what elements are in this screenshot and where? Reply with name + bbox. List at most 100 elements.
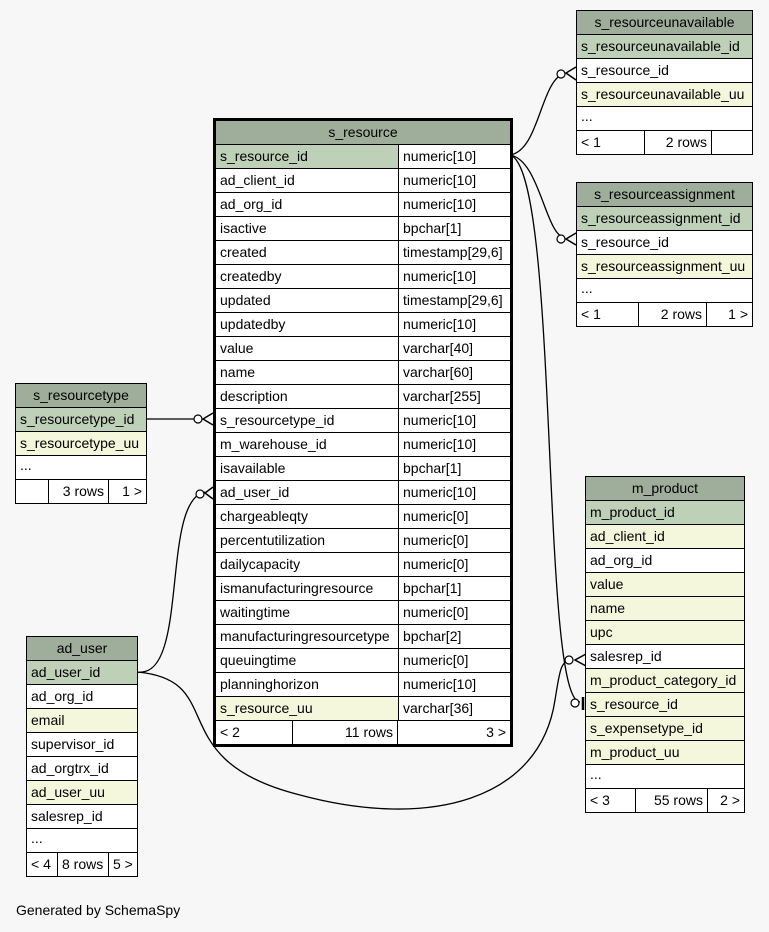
table-s-resourceassignment[interactable]: s_resourceassignment s_resourceassignmen…	[576, 182, 753, 327]
column-row[interactable]: ad_user_id	[27, 661, 137, 685]
column-name: description	[216, 385, 398, 408]
more-columns: ...	[577, 279, 752, 303]
column-type: numeric[10]	[398, 673, 510, 696]
column-row[interactable]: salesrep_id	[27, 805, 137, 829]
column-row[interactable]: s_expensetype_id	[586, 717, 744, 741]
table-footer: < 1 2 rows 1 >	[577, 303, 752, 326]
column-row[interactable]: ad_org_id	[586, 549, 744, 573]
column-row[interactable]: name	[586, 597, 744, 621]
column-name: createdby	[216, 265, 398, 288]
column-name: s_resourceunavailable_id	[581, 38, 740, 54]
column-row[interactable]: supervisor_id	[27, 733, 137, 757]
column-row[interactable]: m_product_category_id	[586, 669, 744, 693]
column-name: s_resourcetype_id	[20, 411, 135, 427]
more-columns: ...	[27, 829, 137, 853]
column-row[interactable]: salesrep_id	[586, 645, 744, 669]
column-name: waitingtime	[216, 601, 398, 624]
column-row[interactable]: m_product_id	[586, 501, 744, 525]
column-name: dailycapacity	[216, 553, 398, 576]
column-name: value	[590, 576, 624, 592]
column-row[interactable]: s_resourcetype_id	[16, 408, 146, 432]
column-row[interactable]: value	[586, 573, 744, 597]
column-row[interactable]: ad_orgtrx_id	[27, 757, 137, 781]
column-type: varchar[36]	[398, 697, 510, 720]
table-s-resourcetype[interactable]: s_resourcetype s_resourcetype_id s_resour…	[15, 383, 147, 504]
column-row[interactable]: s_resourceassignment_uu	[577, 255, 752, 279]
column-name: s_resourceunavailable_uu	[581, 86, 745, 102]
table-title: m_product	[586, 477, 744, 501]
column-name: m_product_category_id	[590, 672, 737, 688]
column-type: timestamp[29,6]	[398, 241, 510, 264]
column-row[interactable]: s_resourceunavailable_uu	[577, 83, 752, 107]
column-row[interactable]: s_resourceassignment_id	[577, 207, 752, 231]
column-row[interactable]: s_resourceunavailable_id	[577, 35, 752, 59]
column-type: numeric[0]	[398, 529, 510, 552]
column-row[interactable]: ad_org_id	[27, 685, 137, 709]
table-title: s_resourcetype	[16, 384, 146, 408]
column-name: s_resourcetype_uu	[20, 435, 140, 451]
column-name: name	[216, 361, 398, 384]
column-type: numeric[0]	[398, 505, 510, 528]
column-name: salesrep_id	[590, 648, 662, 664]
column-type: bpchar[1]	[398, 457, 510, 480]
column-name: ad_org_id	[31, 688, 94, 704]
table-footer: 3 rows 1 >	[16, 480, 146, 503]
table-title: s_resource	[216, 121, 510, 145]
more-columns: ...	[577, 107, 752, 131]
column-row[interactable]: email	[27, 709, 137, 733]
column-row[interactable]: upc	[586, 621, 744, 645]
column-name: isactive	[216, 217, 398, 240]
table-footer: < 4 8 rows 5 >	[27, 853, 137, 876]
column-type: numeric[10]	[398, 481, 510, 504]
column-name: ad_user_id	[31, 664, 101, 680]
column-row[interactable]: s_resource_id	[577, 231, 752, 255]
column-row[interactable]: ad_client_id	[586, 525, 744, 549]
table-s-resourceunavailable[interactable]: s_resourceunavailable s_resourceunavaila…	[576, 10, 753, 155]
table-footer: < 1 2 rows	[577, 131, 752, 154]
column-name: ad_org_id	[216, 193, 398, 216]
column-name: updatedby	[216, 313, 398, 336]
column-row[interactable]: s_resource_id	[586, 693, 744, 717]
generated-by-label: Generated by SchemaSpy	[16, 902, 181, 918]
column-name: value	[216, 337, 398, 360]
column-name: isavailable	[216, 457, 398, 480]
column-row[interactable]: ad_user_uu	[27, 781, 137, 805]
column-row[interactable]: s_resource_id	[577, 59, 752, 83]
column-name: supervisor_id	[31, 736, 115, 752]
column-name: s_resourceassignment_id	[581, 210, 741, 226]
column-row[interactable]: m_product_uu	[586, 741, 744, 765]
table-title: s_resourceunavailable	[577, 11, 752, 35]
column-name: ismanufacturingresource	[216, 577, 398, 600]
column-row[interactable]: s_resourcetype_uu	[16, 432, 146, 456]
column-name: m_product_uu	[590, 744, 680, 760]
column-name: s_resource_id	[220, 148, 308, 164]
